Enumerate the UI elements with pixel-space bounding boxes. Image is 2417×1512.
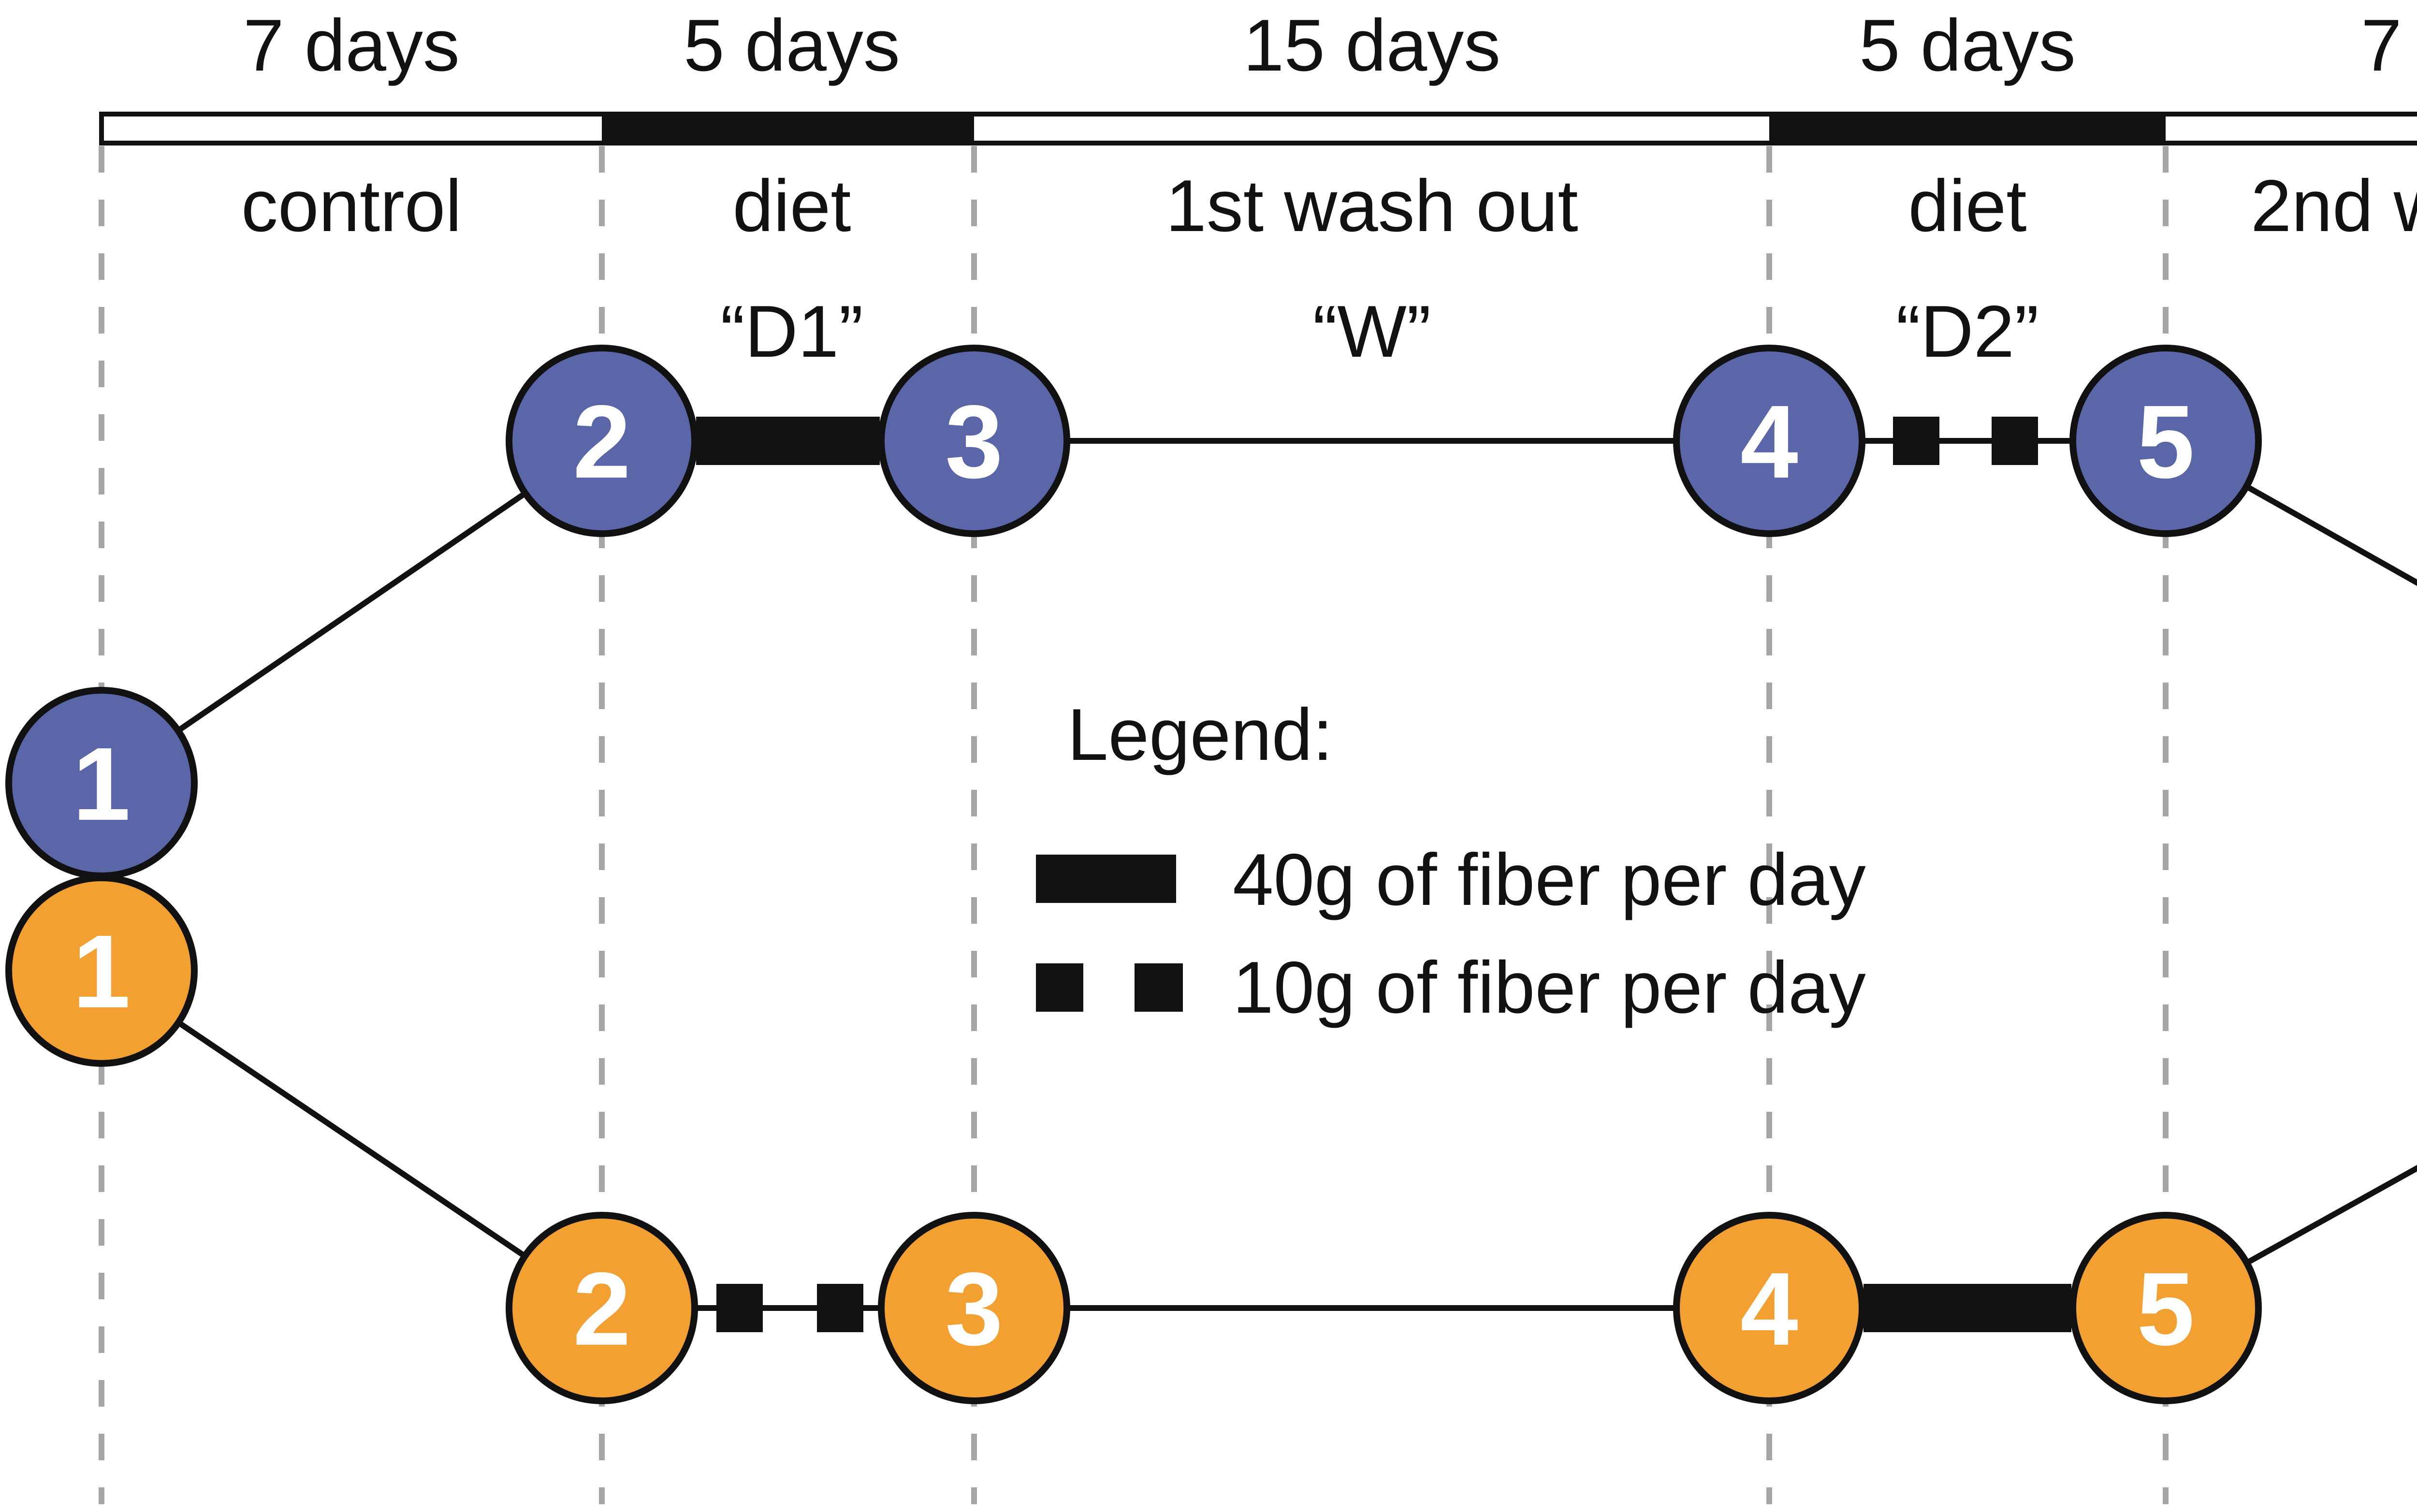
node-bottom-1-number: 1 [73,913,131,1030]
legend-40g-bar-swatch [1036,855,1176,903]
node-top-4 [1673,345,1865,537]
duration-label-diet2: 5 days [1859,4,2076,87]
duration-label-washout1: 15 days [1243,4,1500,87]
node-bottom-3 [878,1212,1070,1404]
phase-code-d2: “D2” [1896,291,2039,373]
node-bottom-1 [5,874,198,1067]
node-top-2 [506,345,698,537]
phase-code-d1: “D1” [720,291,863,373]
legend-label-40g: 40g of fiber per day [1233,839,1866,921]
node-bottom-5-number: 5 [2137,1250,2195,1367]
fiber-10g-square-top-2 [1992,417,2038,465]
legend-swatches [1036,855,1183,1012]
fiber-10g-square-bottom-1 [716,1284,763,1332]
duration-label-control: 7 days [243,4,460,87]
node-bottom-4-number: 4 [1740,1250,1798,1367]
phase-code-labels: “D1” “W” “D2” [720,291,2039,373]
duration-label-diet1: 5 days [684,4,900,87]
legend-10g-square-swatch-2 [1135,963,1183,1012]
connector-bottom-1-2 [100,968,604,1310]
node-top-1-number: 1 [73,726,131,842]
node-top-2-number: 2 [573,383,631,500]
phase-label-washout1: 1st wash out [1165,165,1578,247]
phase-label-washout2: 2nd wash out [2251,165,2417,247]
legend-title: Legend: [1067,694,1333,776]
connector-top-1-2 [100,438,604,785]
node-top-5-number: 5 [2137,383,2195,500]
connector-bottom-5-6 [2164,1164,2417,1311]
fiber-10g-square-bottom-2 [817,1284,863,1332]
node-bottom-5 [2069,1212,2262,1404]
phase-labels: control diet 1st wash out diet 2nd wash … [241,165,2417,247]
fiber-40g-bar-top [696,417,880,465]
legend-10g-square-swatch-1 [1036,963,1083,1012]
connector-top-5-6 [2164,438,2417,586]
timeline-diet2-segment-overlay [1769,112,2166,145]
node-bottom-3-number: 3 [945,1250,1003,1367]
node-bottom-4 [1673,1212,1865,1404]
node-bottom-2 [506,1212,698,1404]
legend: Legend: 40g of fiber per day 10g of fibe… [1036,694,1866,1029]
node-top-3-number: 3 [945,383,1003,500]
duration-label-washout2: 7 days [2361,4,2417,87]
node-top-4-number: 4 [1740,383,1798,500]
fiber-40g-bar-bottom [1864,1284,2071,1332]
bottom-arm-nodes: 1 2 3 4 5 6 [5,874,2262,1404]
legend-label-10g: 10g of fiber per day [1233,946,1866,1029]
node-top-5 [2069,345,2262,537]
phase-label-diet1: diet [732,165,851,247]
top-arm-nodes: 1 2 3 4 5 6 [5,345,2262,879]
timeline-diet1-segment-overlay [602,112,974,145]
node-bottom-2-number: 2 [573,1250,631,1367]
fiber-10g-square-top-1 [1893,417,1939,465]
phase-label-diet2: diet [1908,165,2026,247]
node-top-3 [878,345,1070,537]
phase-label-control: control [241,165,462,247]
phase-code-w: “W” [1313,291,1431,373]
duration-labels: 7 days 5 days 15 days 5 days 7 days [243,4,2417,87]
